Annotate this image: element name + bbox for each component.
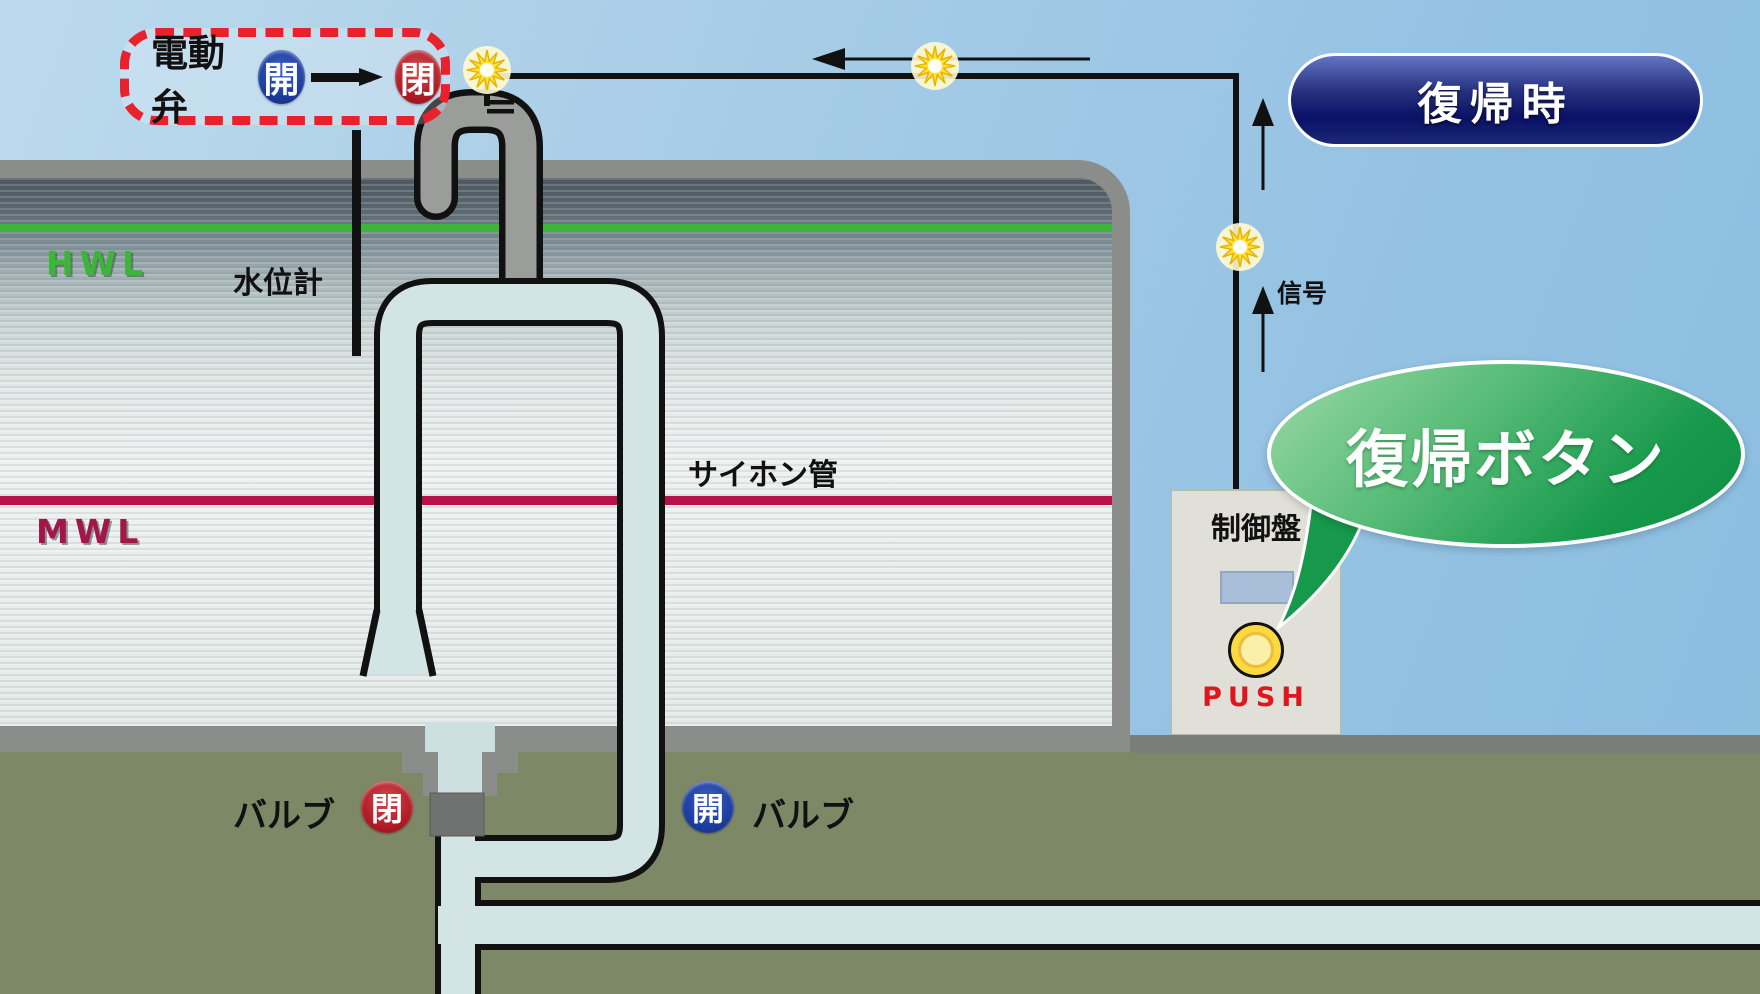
state-change-arrow-icon <box>310 67 383 86</box>
signal-arrow-up-1 <box>1252 98 1274 190</box>
drain-valve-body <box>429 792 485 837</box>
siphon-pipe-label: サイホン管 <box>688 458 838 493</box>
push-label: PUSH <box>1202 682 1310 713</box>
signal-arrow-left <box>812 48 1090 70</box>
siphon-bell-mouth <box>359 609 437 677</box>
hwl-label: HWL <box>46 244 150 283</box>
valve-left-label: バルブ <box>233 796 335 836</box>
valve-left-state-badge: 閉 <box>361 781 413 833</box>
control-panel-title: 制御盤 <box>1211 512 1301 547</box>
electric-valve-label: 電動弁 <box>151 31 225 129</box>
bubble-tail <box>1276 494 1366 630</box>
mwl-label: MWL <box>36 512 145 551</box>
hwl-line <box>0 224 1112 232</box>
valve-right-label: バルブ <box>752 796 854 836</box>
water-tank: HWL 水位計 MWL サイホン管 <box>0 160 1130 752</box>
water-level-gauge <box>352 130 361 356</box>
ground-edge <box>1130 735 1760 753</box>
mode-badge: 復帰時 <box>1288 53 1703 147</box>
reset-push-button[interactable] <box>1228 622 1284 678</box>
tank-outlet-funnel <box>402 722 518 837</box>
reset-button-bubble: 復帰ボタン <box>1267 360 1745 548</box>
signal-label: 信号 <box>1277 279 1328 308</box>
closed-state-badge: 閉 <box>394 49 442 104</box>
electric-valve-pipe <box>414 89 543 300</box>
reset-push-button-cap <box>1238 632 1274 668</box>
ground <box>0 752 1760 994</box>
open-state-badge: 開 <box>258 49 305 104</box>
water-gauge-label: 水位計 <box>233 266 323 301</box>
valve-mark-icon <box>487 109 514 114</box>
pipe-interiors <box>380 284 1760 994</box>
valve-mark-icon <box>487 100 514 105</box>
electric-valve-callout: 電動弁 開 閉 <box>120 28 450 129</box>
valve-right-state-badge: 開 <box>682 781 734 833</box>
control-panel-screen <box>1220 571 1294 604</box>
mwl-line <box>0 496 1112 505</box>
signal-arrow-up-2 <box>1252 286 1274 372</box>
